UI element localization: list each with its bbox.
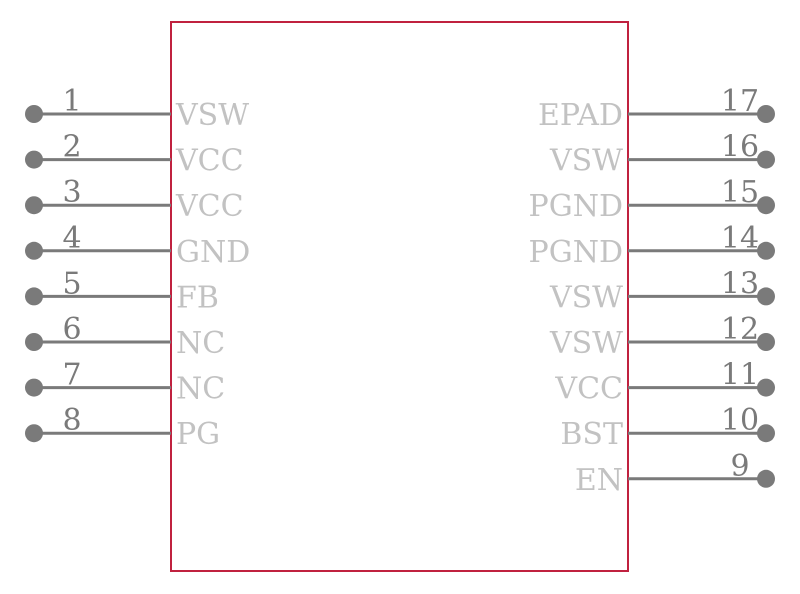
pin-endpoint-11 (757, 378, 775, 397)
pin-endpoint-15 (757, 196, 775, 215)
pin-endpoint-10 (757, 424, 775, 443)
pin-number-8: 8 (62, 403, 81, 438)
pin-name-4: GND (176, 235, 250, 270)
pin-number-15: 15 (721, 175, 759, 210)
pin-name-11: VCC (554, 372, 623, 407)
pin-name-14: PGND (529, 235, 623, 270)
pin-name-15: PGND (529, 189, 623, 224)
pin-endpoint-6 (25, 333, 43, 351)
pin-endpoint-13 (757, 287, 775, 306)
pin-number-1: 1 (62, 84, 81, 119)
pin-number-14: 14 (721, 221, 759, 256)
pin-endpoint-4 (25, 241, 43, 260)
pin-endpoint-16 (757, 150, 775, 169)
pin-name-3: VCC (175, 189, 244, 224)
pin-number-11: 11 (721, 358, 759, 393)
pin-endpoint-7 (25, 378, 43, 397)
pin-name-16: VSW (549, 144, 623, 179)
pin-name-6: NC (176, 326, 225, 361)
pin-name-17: EPAD (538, 98, 623, 133)
pin-number-13: 13 (721, 266, 759, 301)
pin-name-13: VSW (549, 280, 623, 315)
pin-endpoint-14 (757, 241, 775, 260)
pin-endpoint-8 (25, 424, 43, 443)
pin-number-5: 5 (62, 266, 81, 301)
pin-endpoint-12 (757, 333, 775, 351)
pin-number-9: 9 (730, 449, 749, 484)
pin-endpoint-3 (25, 196, 43, 215)
pin-endpoint-1 (25, 105, 43, 123)
pin-number-16: 16 (721, 130, 759, 165)
pin-endpoint-5 (25, 287, 43, 306)
pin-number-10: 10 (721, 403, 759, 438)
pin-endpoint-2 (25, 150, 43, 169)
pin-number-12: 12 (721, 312, 759, 347)
pin-name-1: VSW (175, 98, 249, 133)
pin-number-3: 3 (62, 175, 81, 210)
pin-number-2: 2 (62, 130, 81, 165)
pin-name-8: PG (176, 417, 220, 452)
pin-name-12: VSW (549, 326, 623, 361)
pin-number-6: 6 (62, 312, 81, 347)
pin-name-7: NC (176, 372, 225, 407)
pin-number-4: 4 (62, 221, 81, 256)
pin-name-2: VCC (175, 144, 244, 179)
pin-endpoint-17 (757, 105, 775, 123)
pin-number-7: 7 (62, 358, 81, 393)
pin-number-17: 17 (721, 84, 759, 119)
pin-name-5: FB (176, 280, 219, 315)
pin-name-10: BST (560, 417, 623, 452)
pin-endpoint-9 (757, 469, 775, 488)
pin-name-9: EN (575, 463, 623, 498)
